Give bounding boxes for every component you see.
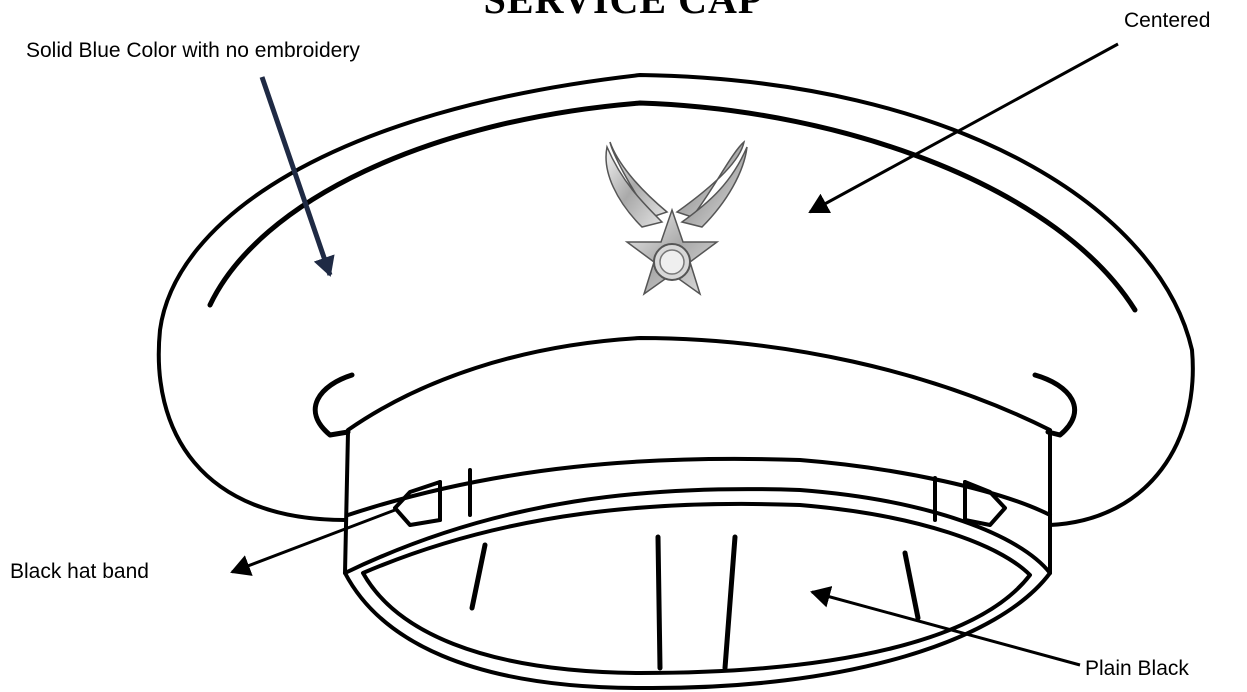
arrow-solid-blue bbox=[262, 77, 330, 275]
left-chin-strap-loop bbox=[315, 375, 352, 435]
arrow-plain-black bbox=[812, 592, 1080, 665]
band-top-edge bbox=[348, 459, 1050, 515]
band-left-side bbox=[345, 432, 348, 573]
crown-front-edge bbox=[348, 338, 1050, 430]
visor-outer bbox=[345, 489, 1050, 688]
crown-outer-outline bbox=[159, 75, 1193, 525]
wings-and-star-emblem-icon bbox=[606, 142, 747, 294]
arrow-centered bbox=[810, 44, 1118, 212]
left-buckle bbox=[395, 482, 440, 525]
